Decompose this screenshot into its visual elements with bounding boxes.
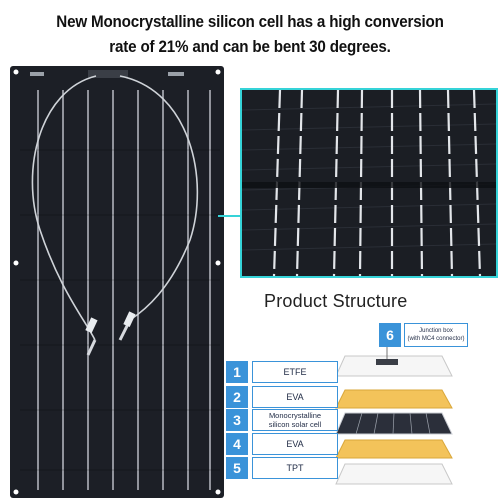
mount-hole — [13, 69, 19, 75]
tag-number-4: 4 — [226, 433, 248, 455]
layer-tpt — [335, 463, 453, 485]
cable-right — [119, 75, 199, 321]
zoom-pointer-line — [218, 215, 240, 217]
layer-eva-top — [335, 389, 453, 409]
mc4-connector-2 — [123, 311, 136, 328]
layer-name-solar-cell-line-1: Monocrystalline — [268, 411, 322, 420]
layer-eva-bottom — [335, 439, 453, 459]
layer-tag-1: 1 ETFE — [226, 361, 338, 383]
layer-name-solar-cell-line-2: silicon solar cell — [268, 420, 322, 429]
layer-name-tpt: TPT — [252, 457, 338, 479]
mount-hole — [13, 260, 19, 266]
mc4-connector — [85, 317, 98, 334]
panel-label — [30, 72, 44, 76]
layer-tag-5: 5 TPT — [226, 457, 338, 479]
layer-solar-cell — [335, 412, 453, 435]
cell-gaps — [20, 149, 220, 471]
layer-tag-2: 2 EVA — [226, 386, 338, 408]
mount-hole — [215, 489, 221, 495]
cell-closeup-image — [240, 88, 498, 278]
layer-name-solar-cell: Monocrystalline silicon solar cell — [252, 409, 338, 431]
tag-number-3: 3 — [226, 409, 248, 431]
mount-hole — [13, 489, 19, 495]
layer-name-etfe: ETFE — [252, 361, 338, 383]
headline: New Monocrystalline silicon cell has a h… — [20, 10, 480, 60]
mount-hole — [215, 69, 221, 75]
cable-left — [31, 75, 97, 341]
tag-number-6: 6 — [379, 323, 401, 347]
junction-box-label-line-1: Junction box — [419, 328, 453, 334]
junction-box-small — [376, 359, 398, 365]
structure-title: Product Structure — [264, 291, 408, 311]
headline-line-2: rate of 21% and can be bent 30 degrees. — [109, 38, 391, 56]
junction-box-tag: 6 Junction box (with MC4 connector) — [379, 323, 468, 347]
layer-name-eva: EVA — [252, 386, 338, 408]
layer-etfe — [335, 355, 453, 377]
cable-lead — [86, 339, 97, 356]
layer-name-eva-2: EVA — [252, 433, 338, 455]
junction-box-label: Junction box (with MC4 connector) — [404, 323, 468, 347]
layer-tag-3: 3 Monocrystalline silicon solar cell — [226, 409, 338, 431]
panel-label-2 — [168, 72, 184, 76]
mount-hole — [215, 260, 221, 266]
junction-box-label-line-2: (with MC4 connector) — [407, 336, 465, 342]
tag-number-1: 1 — [226, 361, 248, 383]
tag-number-2: 2 — [226, 386, 248, 408]
junction-box — [88, 70, 128, 78]
headline-line-1: New Monocrystalline silicon cell has a h… — [56, 13, 444, 31]
cell-busbars — [37, 90, 211, 490]
tag-number-5: 5 — [226, 457, 248, 479]
layer-tag-4: 4 EVA — [226, 433, 338, 455]
